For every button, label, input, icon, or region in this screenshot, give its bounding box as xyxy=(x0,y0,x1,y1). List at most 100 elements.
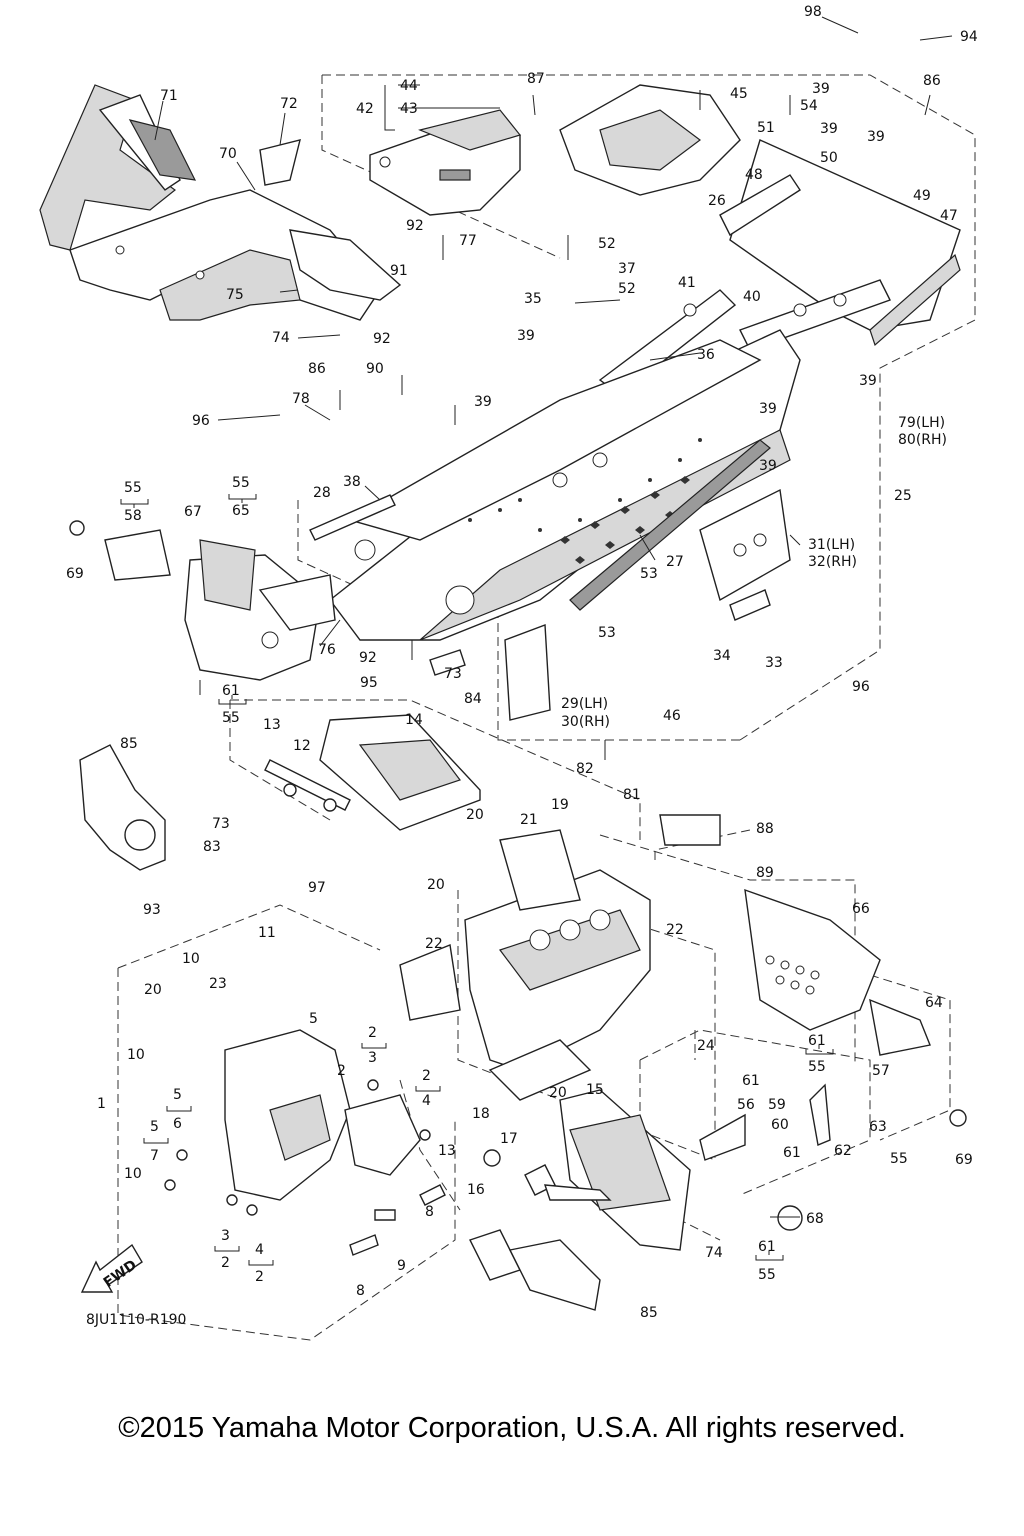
callout-78: 78 xyxy=(292,391,310,407)
callout-9: 9 xyxy=(397,1258,406,1274)
callout-40: 40 xyxy=(743,289,761,305)
callout-92-c: 92 xyxy=(359,650,377,666)
callout-98: 98 xyxy=(804,4,822,20)
callout-93: 93 xyxy=(143,902,161,918)
callout-69-b: 69 xyxy=(955,1152,973,1168)
callout-89: 89 xyxy=(756,865,774,881)
callout-20-d: 20 xyxy=(549,1085,567,1101)
callout-48: 48 xyxy=(745,167,763,183)
callout-73-a: 73 xyxy=(444,666,462,682)
callout-55-f: 55 xyxy=(758,1267,776,1283)
callout-14: 14 xyxy=(405,712,423,728)
callout-46: 46 xyxy=(663,708,681,724)
callout-45: 45 xyxy=(730,86,748,102)
callout-2-e: 2 xyxy=(255,1269,264,1285)
callout-94: 94 xyxy=(960,29,978,45)
callout-26: 26 xyxy=(708,193,726,209)
callout-39-b: 39 xyxy=(820,121,838,137)
callout-84: 84 xyxy=(464,691,482,707)
callout-58: 58 xyxy=(124,508,142,524)
callout-44: 44 xyxy=(400,78,418,94)
callout-3-a: 3 xyxy=(368,1050,377,1066)
callout-85-a: 85 xyxy=(120,736,138,752)
fwd-arrow-icon: FWD xyxy=(80,1243,143,1293)
callout-55-b: 55 xyxy=(232,475,250,491)
callout-16: 16 xyxy=(467,1182,485,1198)
main-tunnel xyxy=(309,329,801,641)
callout-4-b: 4 xyxy=(255,1242,264,1258)
callout-60: 60 xyxy=(771,1117,789,1133)
callout-5-c: 5 xyxy=(150,1119,159,1135)
callout-22-a: 22 xyxy=(666,922,684,938)
front-bumper-bracket xyxy=(69,520,336,681)
callout-57: 57 xyxy=(872,1063,890,1079)
callout-86-b: 86 xyxy=(308,361,326,377)
callout-18: 18 xyxy=(472,1106,490,1122)
fastener-markers xyxy=(199,90,931,760)
leader-lines xyxy=(154,16,953,1218)
callout-labels: 98 94 87 44 42 43 45 39 86 54 51 39 39 5… xyxy=(66,4,978,1321)
callout-1: 1 xyxy=(97,1096,106,1112)
callout-39-e: 39 xyxy=(859,373,877,389)
callout-92-b: 92 xyxy=(373,331,391,347)
callout-20-b: 20 xyxy=(427,877,445,893)
callout-2-b: 2 xyxy=(337,1063,346,1079)
callout-80: 80(RH) xyxy=(898,432,947,448)
callout-68: 68 xyxy=(806,1211,824,1227)
callout-brackets xyxy=(120,494,834,1266)
callout-97: 97 xyxy=(308,880,326,896)
callout-39-c: 39 xyxy=(867,129,885,145)
callout-43: 43 xyxy=(400,101,418,117)
center-frame-holes xyxy=(765,955,820,995)
callout-69-a: 69 xyxy=(66,566,84,582)
callout-61-b: 61 xyxy=(808,1033,826,1049)
callout-51: 51 xyxy=(757,120,775,136)
callout-4-a: 4 xyxy=(422,1093,431,1109)
callout-5-b: 5 xyxy=(173,1087,182,1103)
callout-41: 41 xyxy=(678,275,696,291)
callout-55-c: 55 xyxy=(222,710,240,726)
callout-61-c: 61 xyxy=(742,1073,760,1089)
callout-74-a: 74 xyxy=(272,330,290,346)
callout-55-d: 55 xyxy=(808,1059,826,1075)
callout-62: 62 xyxy=(834,1143,852,1159)
callout-2-d: 2 xyxy=(221,1255,230,1271)
callout-27: 27 xyxy=(666,554,684,570)
callout-39-h: 39 xyxy=(759,458,777,474)
callout-52-b: 52 xyxy=(618,281,636,297)
callout-39-d: 39 xyxy=(517,328,535,344)
callout-3-b: 3 xyxy=(221,1228,230,1244)
callout-28: 28 xyxy=(313,485,331,501)
callout-90: 90 xyxy=(366,361,384,377)
callout-92-a: 92 xyxy=(406,218,424,234)
callout-15: 15 xyxy=(586,1082,604,1098)
callout-53-b: 53 xyxy=(598,625,616,641)
callout-20-a: 20 xyxy=(466,807,484,823)
upper-plates xyxy=(559,84,961,396)
callout-53-a: 53 xyxy=(640,566,658,582)
callout-70: 70 xyxy=(219,146,237,162)
callout-74-b: 74 xyxy=(705,1245,723,1261)
callout-2-c: 2 xyxy=(422,1068,431,1084)
callout-61-e: 61 xyxy=(758,1239,776,1255)
side-plates xyxy=(429,488,791,721)
callout-63: 63 xyxy=(869,1119,887,1135)
callout-82: 82 xyxy=(576,761,594,777)
callout-30: 30(RH) xyxy=(561,714,610,730)
callout-96-b: 96 xyxy=(852,679,870,695)
ecu-bracket-assembly xyxy=(369,109,522,216)
callout-10-a: 10 xyxy=(182,951,200,967)
callout-59: 59 xyxy=(768,1097,786,1113)
callout-52-a: 52 xyxy=(598,236,616,252)
callout-10-b: 10 xyxy=(127,1047,145,1063)
callout-39-a: 39 xyxy=(812,81,830,97)
callout-50: 50 xyxy=(820,150,838,166)
callout-8-b: 8 xyxy=(356,1283,365,1299)
callout-38: 38 xyxy=(343,474,361,490)
callout-39-g: 39 xyxy=(474,394,492,410)
callout-56: 56 xyxy=(737,1097,755,1113)
callout-17: 17 xyxy=(500,1131,518,1147)
callout-88: 88 xyxy=(756,821,774,837)
callout-77: 77 xyxy=(459,233,477,249)
callout-87: 87 xyxy=(527,71,545,87)
